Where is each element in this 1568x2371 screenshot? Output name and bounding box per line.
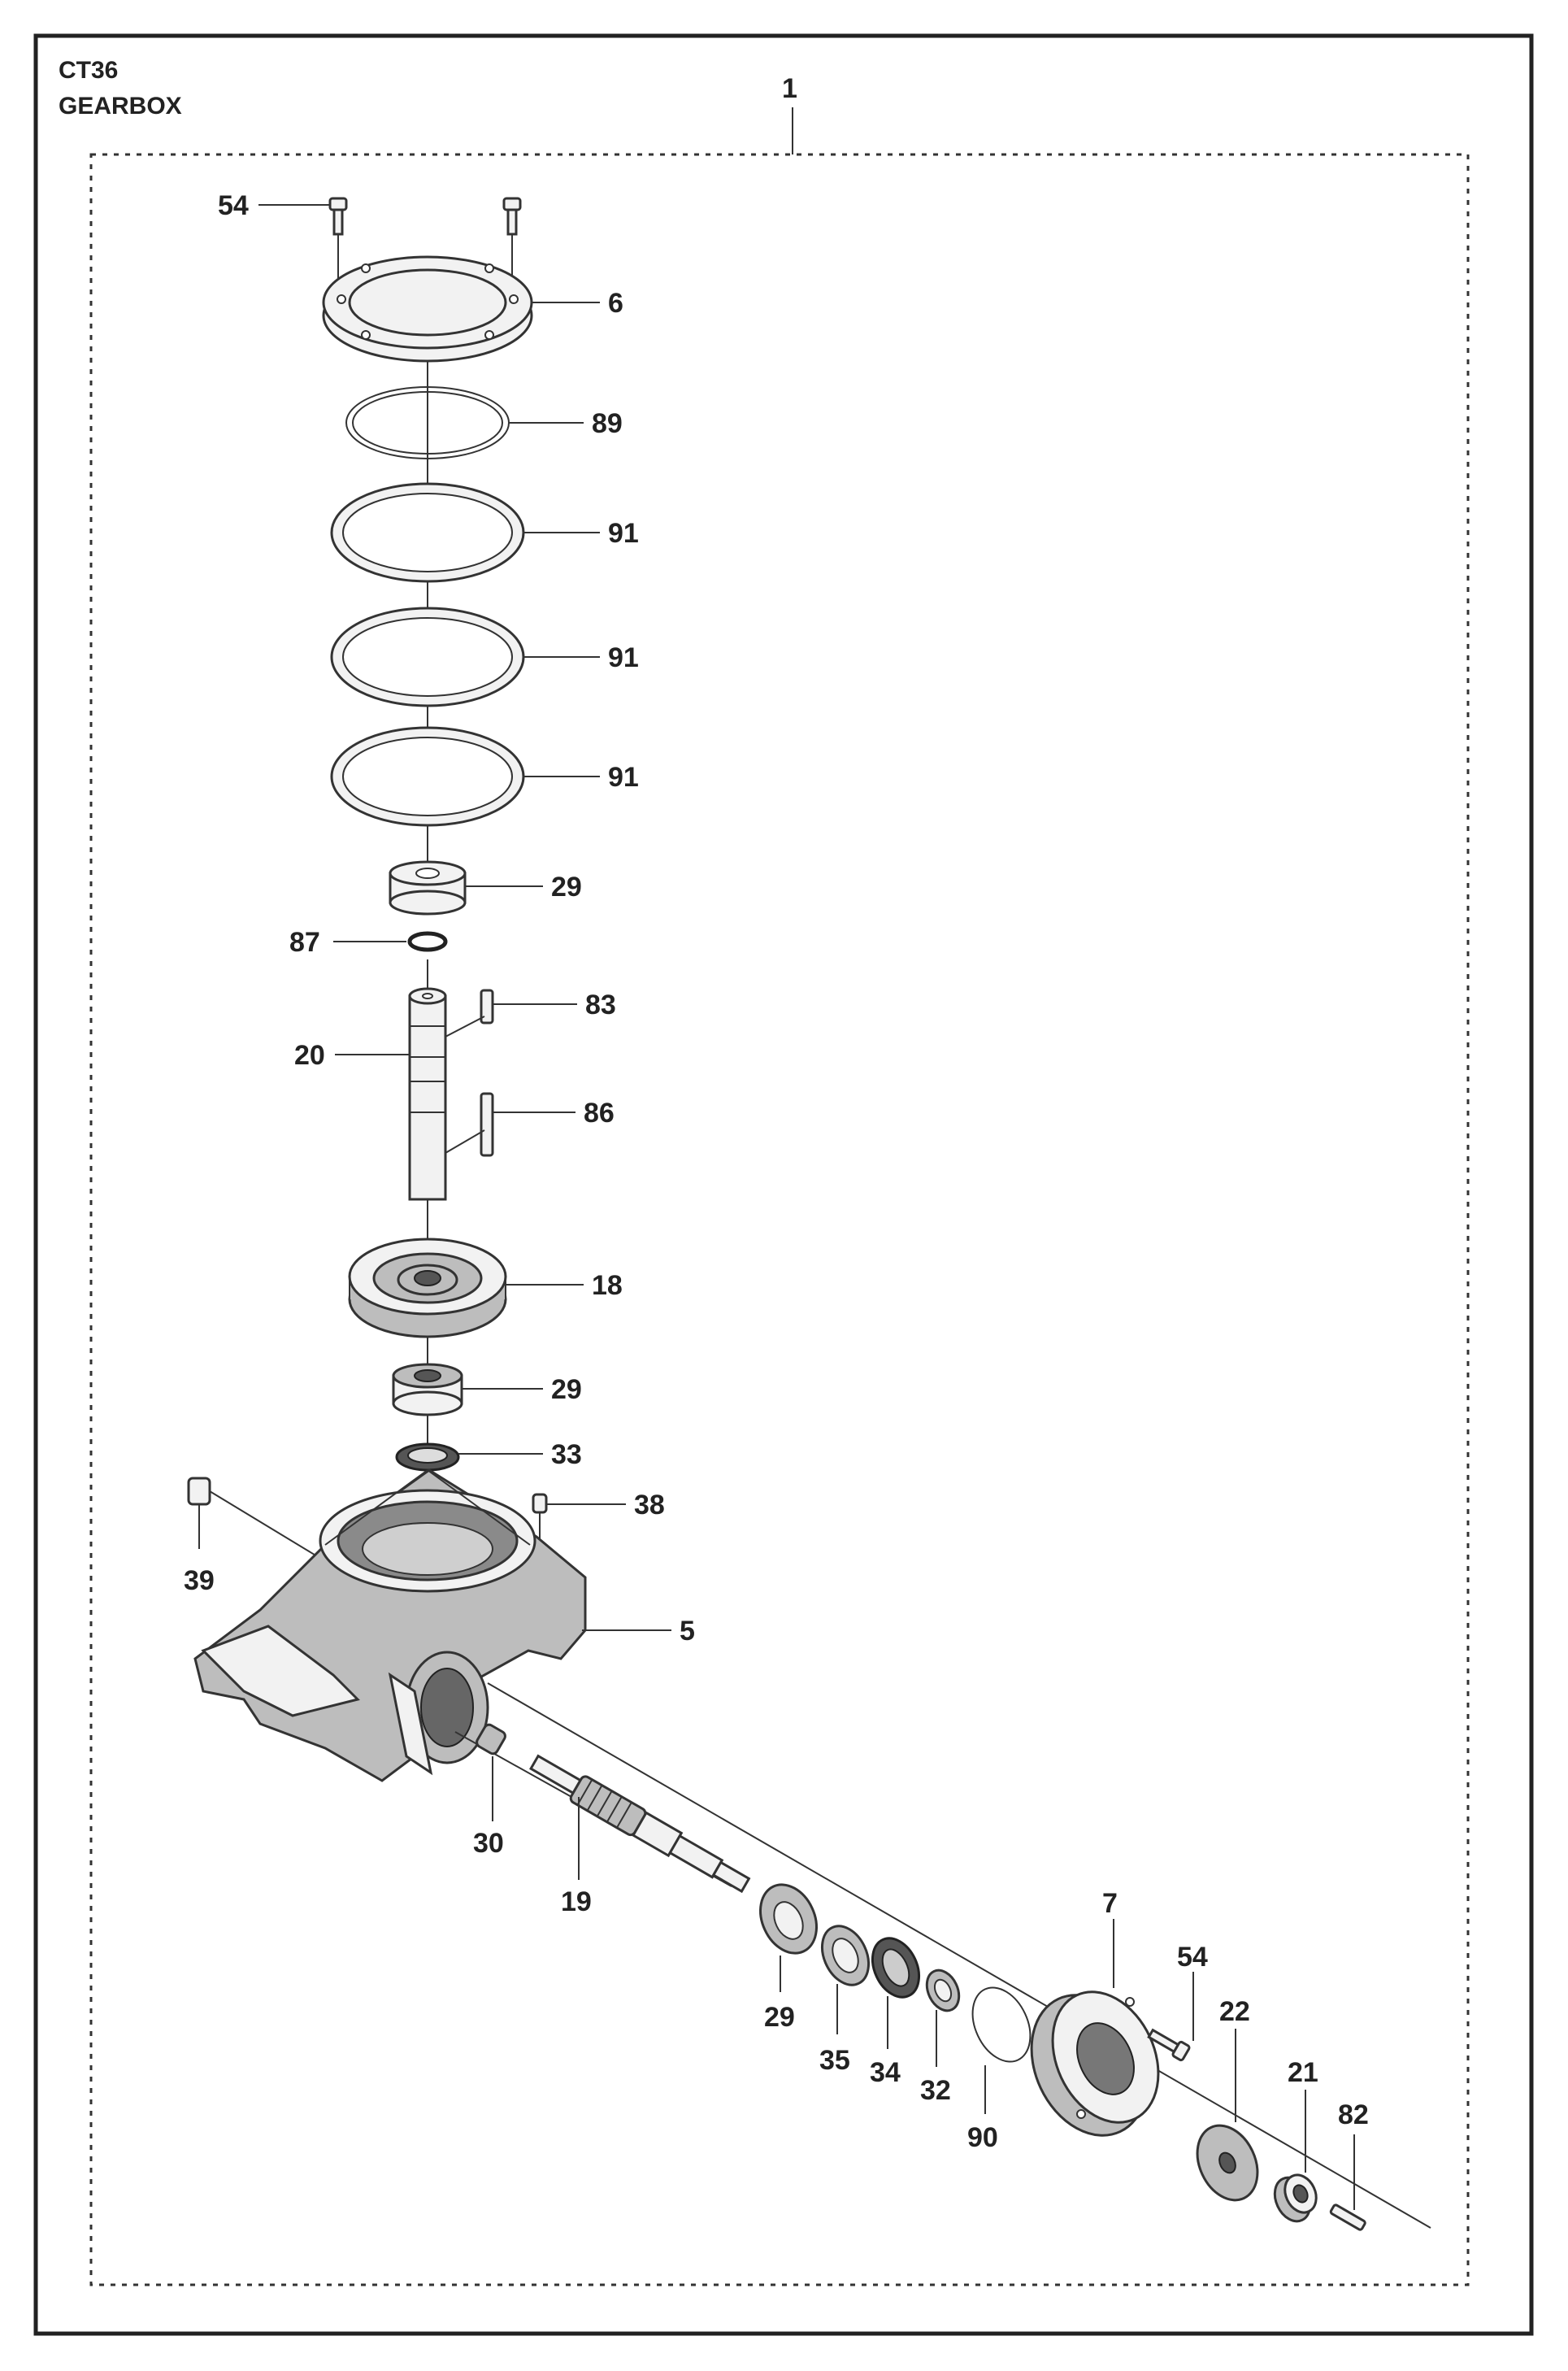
callout-34: 34 <box>870 2057 901 2088</box>
callout-6: 6 <box>608 288 623 319</box>
screw-54-right <box>502 197 522 293</box>
key-83-guide <box>445 1016 485 1038</box>
callout-21: 21 <box>1288 2057 1318 2088</box>
key-83 <box>480 989 494 1025</box>
callout-82: 82 <box>1338 2099 1369 2130</box>
callout-33: 33 <box>551 1439 582 1470</box>
gasket-91-first <box>330 482 525 583</box>
gasket-91-second <box>330 607 525 707</box>
key-86 <box>480 1092 494 1157</box>
gasket-91-third <box>330 726 525 827</box>
callout-38: 38 <box>634 1490 665 1520</box>
bearing-29-lower <box>759 1883 818 1955</box>
nut-21 <box>1273 2173 1318 2223</box>
outer-border <box>33 33 1534 2336</box>
callout-39: 39 <box>184 1565 215 1596</box>
bearing-29-middle <box>392 1363 463 1416</box>
spacer-22 <box>1196 2124 1259 2202</box>
callout-83: 83 <box>585 990 616 1020</box>
callout-91-first: 91 <box>608 518 639 549</box>
end-cover-7 <box>1030 1990 1160 2137</box>
callout-19: 19 <box>561 1886 592 1917</box>
bearing-29-top <box>389 860 467 916</box>
cover-plate-6 <box>322 255 533 363</box>
callout-32: 32 <box>920 2075 951 2106</box>
callout-54-lower: 54 <box>1177 1942 1208 1973</box>
callout-7: 7 <box>1102 1888 1118 1919</box>
horizontal-axis <box>487 1682 1431 2229</box>
diagram-title: GEARBOX <box>59 93 182 120</box>
callout-5: 5 <box>680 1616 695 1647</box>
washer-35 <box>820 1925 871 1986</box>
callout-29-middle: 29 <box>551 1374 582 1405</box>
callout-35: 35 <box>819 2045 850 2076</box>
seal-34 <box>871 1937 921 1999</box>
callout-54-top: 54 <box>218 190 249 221</box>
o-ring-90 <box>971 1986 1032 2063</box>
callout-87: 87 <box>289 927 320 958</box>
screw-54-lower <box>1147 2028 1191 2062</box>
callout-20: 20 <box>294 1040 325 1071</box>
key-86-guide <box>445 1129 485 1154</box>
callout-91-second: 91 <box>608 642 639 673</box>
gear-wheel-18 <box>348 1238 507 1338</box>
sleeve-30 <box>476 1723 506 1755</box>
breather-39 <box>187 1477 326 1562</box>
callout-91-third: 91 <box>608 762 639 793</box>
ring-32 <box>925 1969 961 2012</box>
callout-90: 90 <box>967 2122 998 2153</box>
callout-86: 86 <box>584 1098 615 1129</box>
shaft-20 <box>408 987 447 1201</box>
model-label: CT36 <box>59 57 118 84</box>
callout-22: 22 <box>1219 1996 1250 2027</box>
seal-33 <box>395 1442 460 1472</box>
callout-89: 89 <box>592 408 623 439</box>
callout-1: 1 <box>782 73 797 104</box>
pin-82 <box>1329 2204 1366 2231</box>
circlip-87 <box>407 931 448 952</box>
callout-30: 30 <box>473 1828 504 1859</box>
callout-29-top: 29 <box>551 872 582 903</box>
gearbox-housing-5 <box>193 1468 587 1782</box>
callout-29-lower: 29 <box>764 2002 795 2033</box>
callout-18: 18 <box>592 1270 623 1301</box>
worm-shaft-19 <box>529 1754 751 1894</box>
